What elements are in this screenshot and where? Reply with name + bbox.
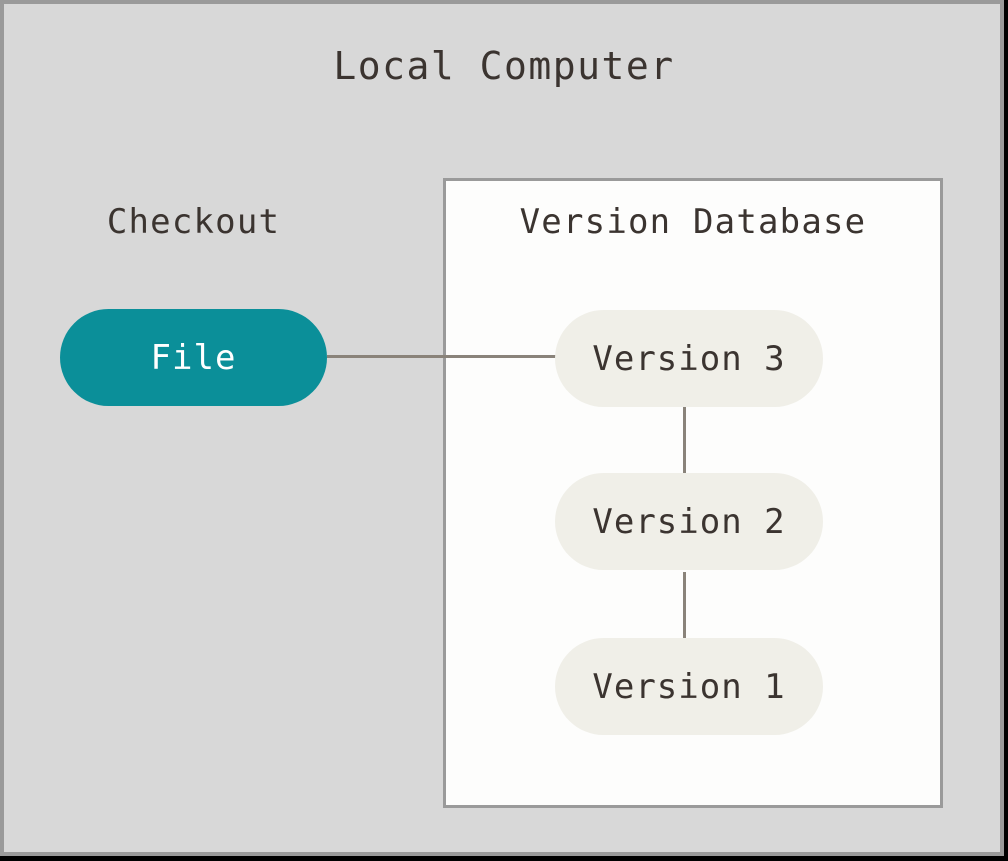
version-database-title: Version Database xyxy=(519,202,867,242)
file-node: File xyxy=(60,309,327,406)
diagram-title: Local Computer xyxy=(333,44,675,88)
connector-version2-to-version1 xyxy=(683,572,686,639)
version-3-node: Version 3 xyxy=(555,310,823,407)
version-1-node: Version 1 xyxy=(555,638,823,735)
version-2-node: Version 2 xyxy=(555,473,823,570)
connector-version3-to-version2 xyxy=(683,407,686,474)
checkout-label: Checkout xyxy=(106,202,281,242)
connector-file-to-version3 xyxy=(327,355,556,358)
